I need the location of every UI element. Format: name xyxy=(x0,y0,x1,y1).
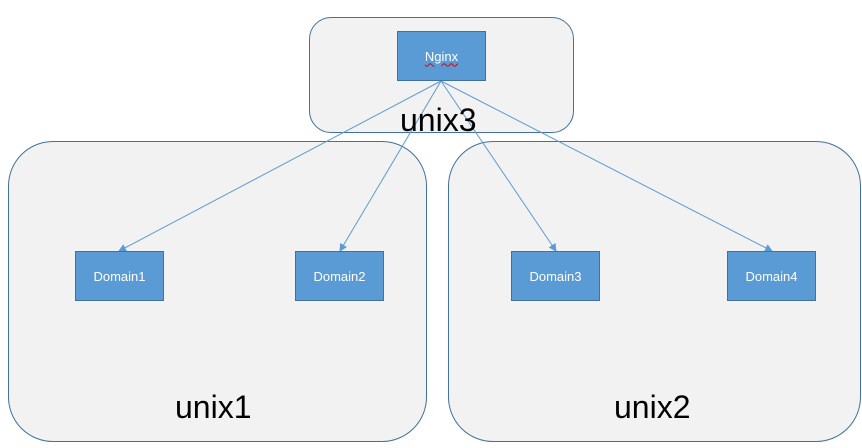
node-domain2-label: Domain2 xyxy=(313,268,366,284)
node-domain2[interactable]: Domain2 xyxy=(295,251,384,301)
node-nginx[interactable]: Nginx xyxy=(397,31,486,81)
node-domain1[interactable]: Domain1 xyxy=(75,251,164,301)
group-label-unix3: unix3 xyxy=(400,102,477,138)
node-nginx-label: Nginx xyxy=(424,48,459,64)
node-domain1-label: Domain1 xyxy=(93,268,146,284)
node-domain4[interactable]: Domain4 xyxy=(727,251,816,301)
node-domain4-label: Domain4 xyxy=(745,268,798,284)
node-domain3[interactable]: Domain3 xyxy=(511,251,600,301)
group-label-unix2: unix2 xyxy=(614,389,691,425)
node-domain3-label: Domain3 xyxy=(529,268,582,284)
group-label-unix1: unix1 xyxy=(175,389,252,425)
